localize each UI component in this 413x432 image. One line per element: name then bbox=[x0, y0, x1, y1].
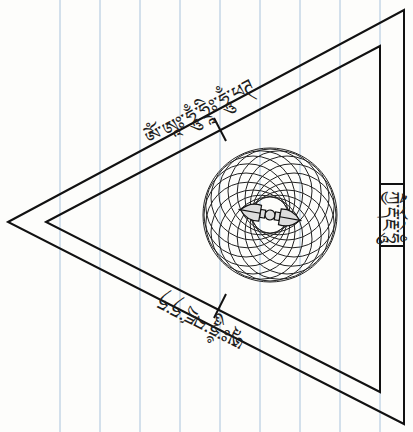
spirograph-circles bbox=[203, 148, 337, 282]
spiro-circle bbox=[245, 190, 329, 274]
spiro-circle bbox=[228, 149, 312, 233]
outer-circle bbox=[203, 148, 337, 282]
band-divider bbox=[214, 118, 226, 141]
spiro-circle bbox=[237, 151, 321, 235]
band-divider bbox=[214, 294, 226, 318]
vajra-symbol bbox=[237, 201, 303, 229]
spiro-circle bbox=[250, 164, 334, 248]
band-divider bbox=[380, 183, 404, 185]
spiro-circle bbox=[211, 190, 295, 274]
mantra-text: ཀྱཻ་རྡོ་རྗེ་ཧཱུྃ bbox=[381, 190, 404, 243]
spiro-circle bbox=[245, 156, 329, 240]
band-divider bbox=[380, 245, 404, 247]
triangle-frame bbox=[8, 10, 404, 424]
spiro-circle bbox=[211, 156, 295, 240]
